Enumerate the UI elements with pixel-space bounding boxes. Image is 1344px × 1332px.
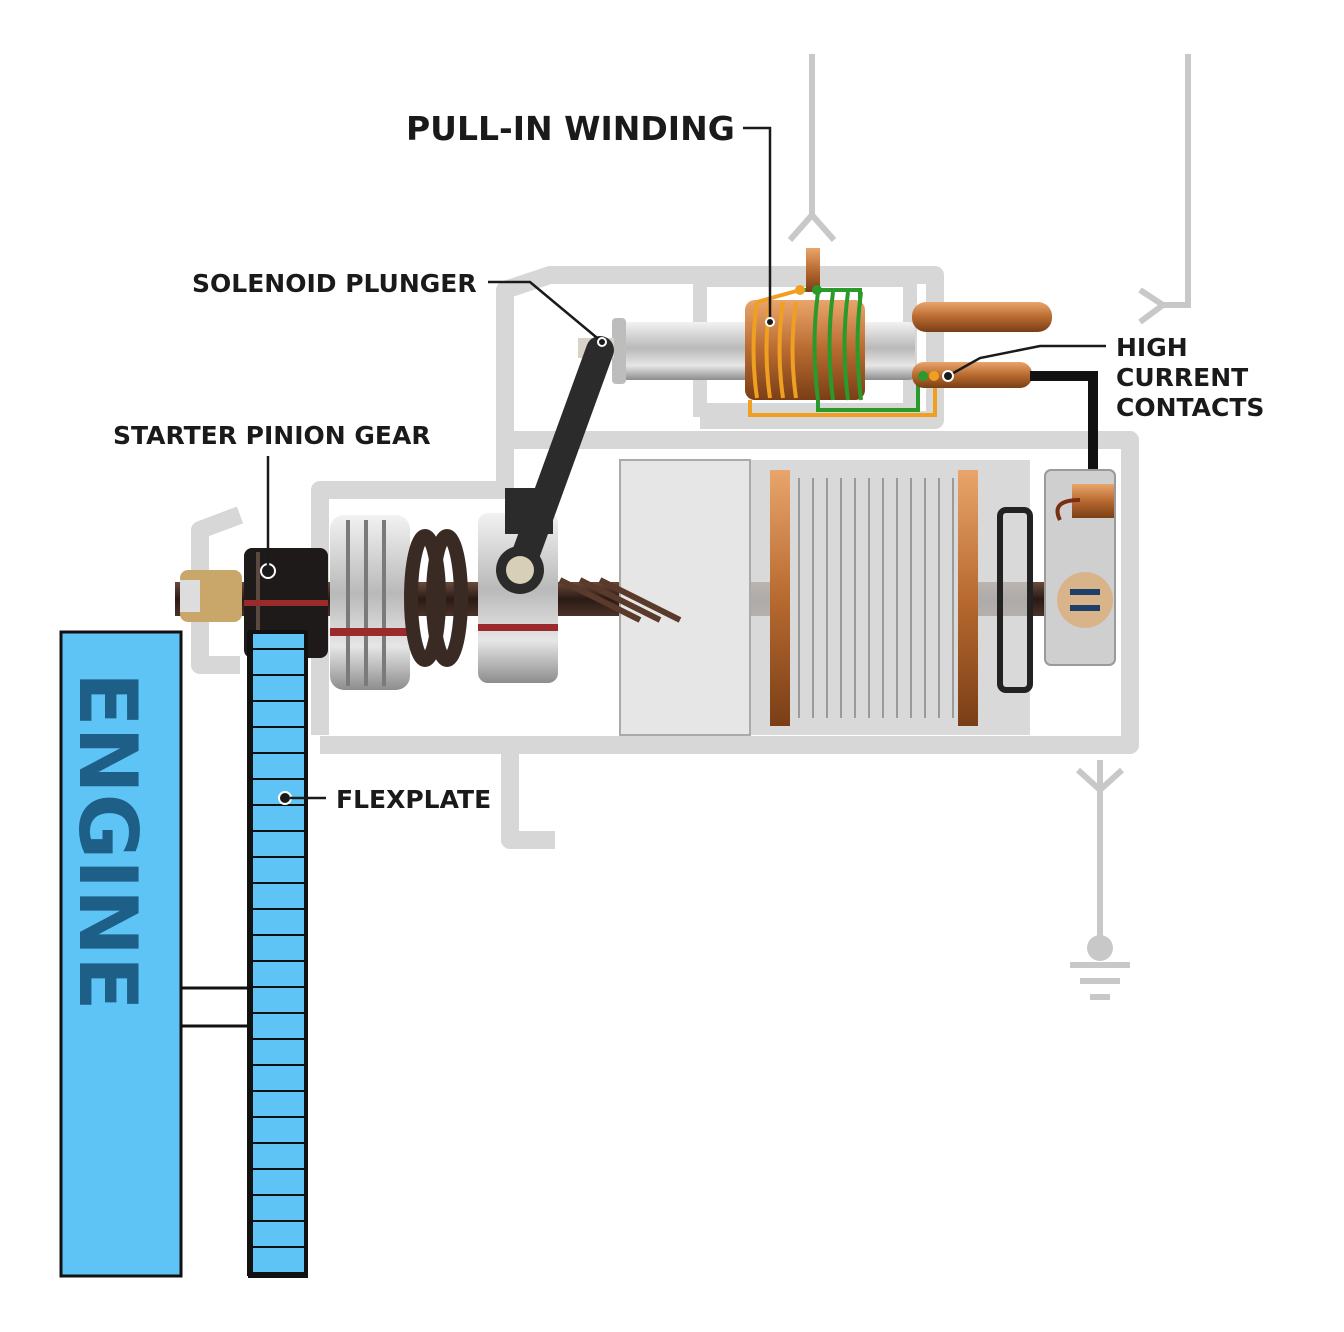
engine-block: ENGINE	[59, 630, 255, 1278]
pinion-label-dot	[260, 563, 276, 579]
overrunning-clutch	[330, 515, 410, 690]
solenoid-plunger-label: SOLENOID PLUNGER	[192, 269, 477, 298]
pull-in-winding-coil	[745, 300, 865, 400]
motor-cable	[1030, 371, 1098, 485]
circuit-wires	[787, 54, 1191, 940]
armature	[790, 478, 960, 718]
high-current-contacts-label-line2: CURRENT	[1116, 363, 1248, 392]
drive-assembly	[330, 336, 614, 690]
engine-label: ENGINE	[61, 672, 154, 1011]
motor-stud	[912, 362, 1032, 388]
battery-stud	[912, 302, 1052, 332]
solenoid	[578, 248, 1052, 417]
flexplate-label: FLEXPLATE	[336, 785, 491, 814]
high-current-contacts-label-line3: CONTACTS	[1116, 393, 1264, 422]
shift-fork	[506, 336, 614, 584]
ground-symbol	[1070, 935, 1130, 1000]
flexplate	[247, 630, 308, 1278]
motor-assembly	[175, 459, 1116, 736]
flexplate-label-dot	[278, 791, 292, 805]
high-current-contacts-label-line1: HIGH	[1116, 333, 1188, 362]
pull-in-winding-label: PULL-IN WINDING	[406, 109, 735, 148]
leader-lines	[266, 126, 1106, 800]
starter-pinion-gear-label: STARTER PINION GEAR	[113, 421, 431, 450]
